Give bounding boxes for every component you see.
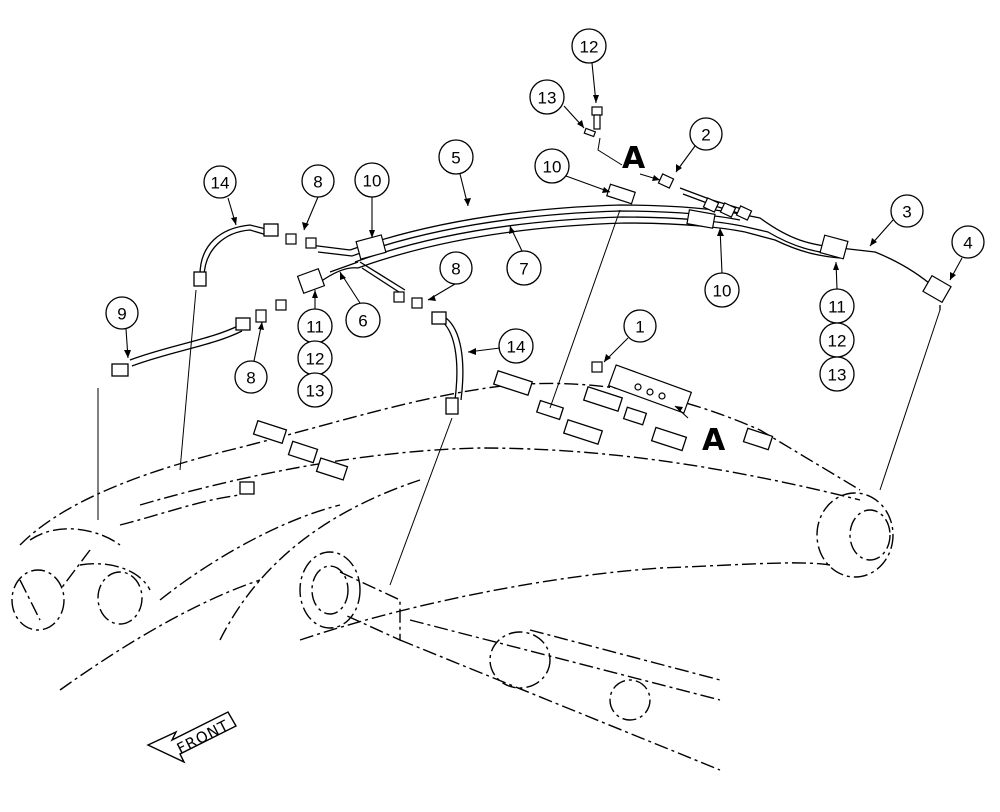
callout-13-right: 13	[828, 366, 847, 385]
callout-8-left: 8	[246, 369, 255, 388]
front-direction-arrow: FRONT	[146, 711, 237, 764]
callout-14-right: 14	[507, 338, 526, 357]
callout-12-left: 12	[306, 350, 325, 369]
callout-9: 9	[117, 305, 126, 324]
callout-8-middle: 8	[451, 260, 460, 279]
callout-13-left: 13	[306, 382, 325, 401]
callout-12-right: 12	[828, 332, 847, 351]
callouts	[105, 28, 985, 408]
boom-head-pin	[816, 492, 894, 578]
arrowheads	[124, 95, 956, 412]
callout-5: 5	[451, 149, 460, 168]
callout-4: 4	[963, 234, 972, 253]
callout-10-top: 10	[543, 158, 562, 177]
boom-outline	[19, 382, 861, 771]
callout-6: 6	[358, 312, 367, 331]
callout-7: 7	[519, 260, 528, 279]
callout-1: 1	[635, 318, 644, 337]
callout-13-top: 13	[538, 89, 557, 108]
callout-11-right: 11	[828, 298, 846, 317]
callout-10-left: 10	[363, 172, 382, 191]
fittings	[255, 106, 952, 373]
front-label: FRONT	[174, 716, 232, 758]
callout-2: 2	[701, 126, 710, 145]
boom-cylinder	[299, 551, 651, 721]
manifold-block	[607, 364, 693, 414]
detail-letter-a-top: A	[622, 141, 646, 176]
reference-leaders	[97, 137, 941, 586]
callout-3: 3	[902, 203, 911, 222]
detail-letter-a-bottom: A	[702, 423, 726, 458]
callout-8-top: 8	[313, 173, 322, 192]
boom-root	[11, 494, 241, 631]
callout-10-right: 10	[713, 282, 732, 301]
callout-11-left: 11	[306, 318, 324, 337]
callout-labels: 1 2 3 4 5 6 7 8 8 8 9 10 10 10 11 11 12 …	[117, 38, 972, 401]
boom-mount-pads	[239, 369, 774, 495]
callout-14-left: 14	[211, 174, 230, 193]
callout-12-top: 12	[580, 38, 599, 57]
